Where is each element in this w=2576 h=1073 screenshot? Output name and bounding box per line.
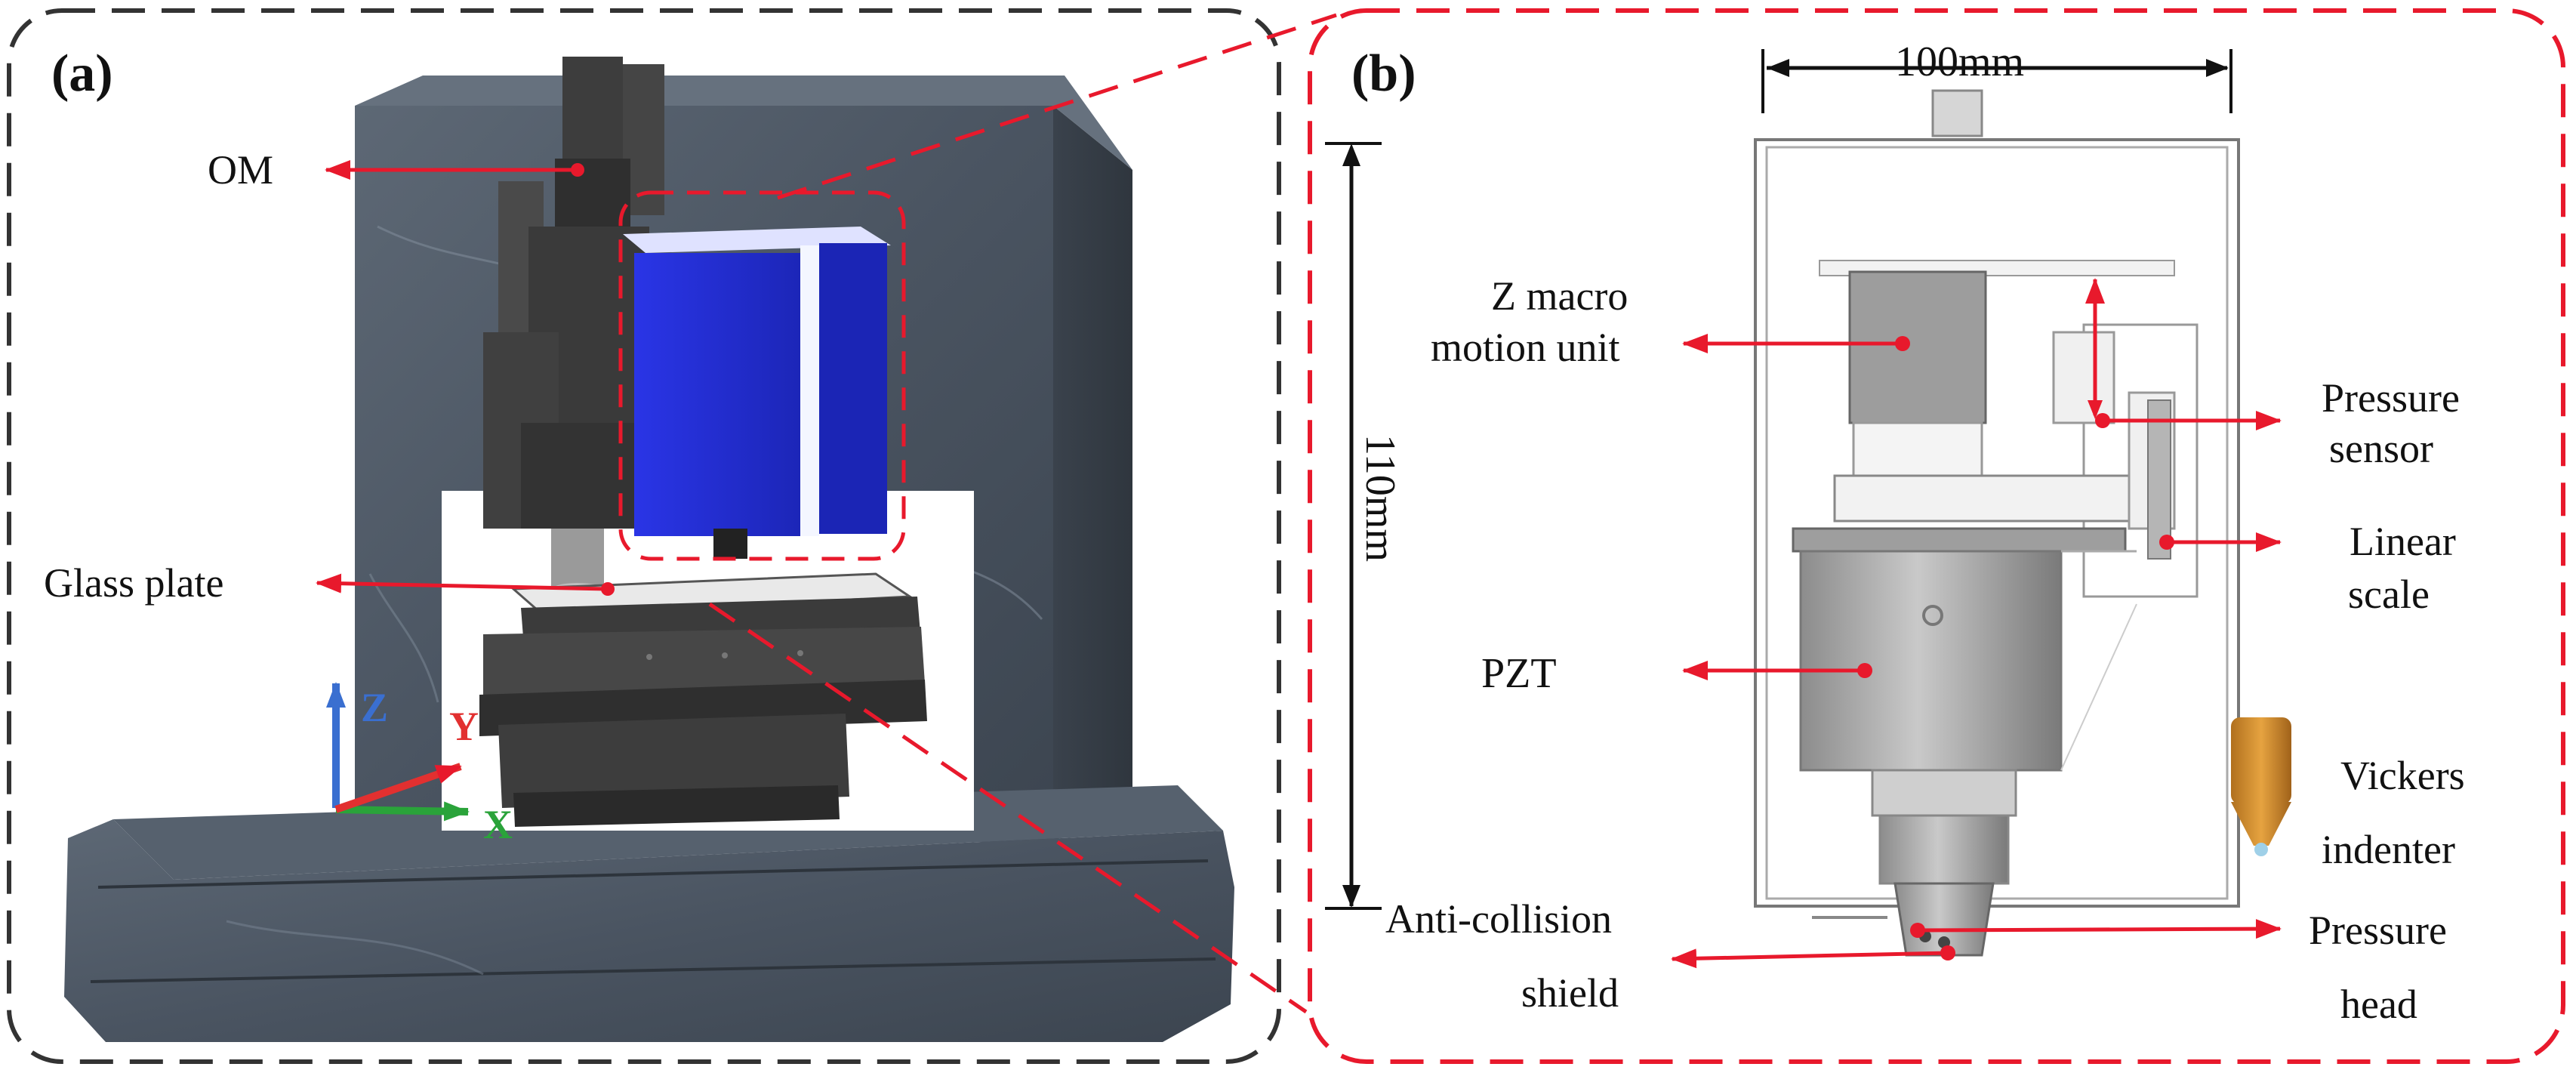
- axis-x-label: X: [483, 802, 513, 847]
- xy-stage-stack: [479, 572, 927, 827]
- pressure-sensor-label-line2: sensor: [2329, 426, 2433, 471]
- axis-y-arrow: [334, 763, 462, 813]
- indenter-assembly-drawing: [1754, 89, 2240, 957]
- anti-collision-callout-line: [1671, 948, 1949, 969]
- pressure-head-callout-line: [1917, 919, 2282, 939]
- height-dimension-label: 110mm: [1357, 434, 1404, 562]
- pzt-label: PZT: [1481, 650, 1557, 697]
- pressure-head-label-line1: Pressure: [2309, 908, 2447, 953]
- anti-collision-label-line2: shield: [1521, 970, 1619, 1016]
- glass-plate-callout-line: [316, 573, 609, 594]
- vickers-label-line2: indenter: [2322, 827, 2455, 872]
- z-macro-label-line1: Z macro: [1491, 273, 1628, 319]
- granite-gantry-top: [355, 76, 1132, 170]
- zoom-highlight-box: [618, 190, 906, 561]
- granite-gantry-side: [1053, 106, 1132, 842]
- width-dimension-label: 100mm: [1895, 39, 2024, 85]
- glass-plate-label: Glass plate: [44, 560, 223, 606]
- om-label: OM: [208, 147, 273, 193]
- panel-a-frame: [7, 8, 1281, 1064]
- axis-z-label: Z: [361, 685, 388, 730]
- pzt-body: [1799, 550, 2063, 772]
- panel-a-tag: (a): [51, 45, 113, 103]
- linear-scale-label-line1: Linear: [2350, 519, 2456, 564]
- z-macro-motor: [1848, 270, 1987, 424]
- axis-y-label: Y: [449, 704, 479, 749]
- anti-collision-label-line1: Anti-collision: [1385, 896, 1612, 942]
- linear-scale-bar: [2147, 399, 2171, 560]
- optical-microscope: [483, 57, 664, 598]
- pressure-head-label-line2: head: [2340, 982, 2417, 1027]
- granite-base-front: [64, 819, 1234, 1042]
- linear-scale-label-line2: scale: [2348, 572, 2430, 617]
- z-module-blue: [623, 227, 891, 559]
- coordinate-axes: Z Y X: [326, 682, 513, 847]
- axis-x-arrow: [335, 801, 470, 822]
- panel-b-frame: [1308, 8, 2565, 1064]
- zoom-connector-top: [777, 13, 1337, 200]
- zoom-connector-bottom: [708, 602, 1308, 1014]
- z-macro-label-line2: motion unit: [1431, 325, 1620, 370]
- panel-b-tag: (b): [1351, 45, 1416, 103]
- pressure-sensor-label-line1: Pressure: [2322, 375, 2460, 421]
- vickers-indenter-icon: [2231, 717, 2291, 856]
- vickers-label-line1: Vickers: [2340, 753, 2465, 798]
